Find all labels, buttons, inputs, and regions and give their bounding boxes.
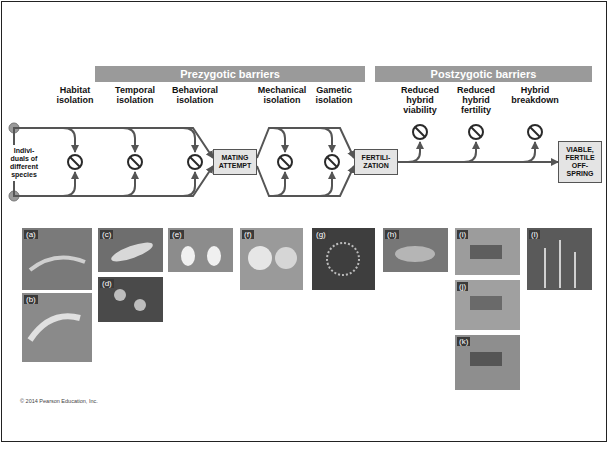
- stage-box: MATING ATTEMPT: [213, 149, 257, 175]
- photo-letter: (k): [457, 337, 470, 346]
- photo-letter: (e): [170, 230, 184, 239]
- flow-connector: [14, 128, 213, 196]
- photo-letter: (f): [242, 230, 254, 239]
- column-heading: Reduced hybrid fertility: [451, 86, 501, 116]
- photo-letter: (g): [314, 230, 328, 239]
- column-heading: Gametic isolation: [311, 86, 357, 106]
- outcome-box: VIABLE, FERTILE OFF- SPRING: [558, 141, 602, 183]
- connector-line: [257, 166, 354, 196]
- column-heading: Mechanical isolation: [254, 86, 310, 106]
- photo-letter: (a): [24, 230, 38, 239]
- photo-letter: (c): [100, 230, 113, 239]
- copyright-note: © 2014 Pearson Education, Inc.: [20, 398, 98, 404]
- connector-line: [398, 161, 558, 163]
- photo-letter: (i): [457, 230, 468, 239]
- column-heading: Habitat isolation: [47, 86, 103, 106]
- photo-letter: (b): [24, 295, 38, 304]
- photo-panels: [22, 228, 592, 390]
- start-label: Indivi- duals of different species: [4, 145, 44, 181]
- column-heading: Behavioral isolation: [167, 86, 223, 106]
- connector-line: [14, 128, 213, 158]
- photo-letter: (h): [385, 230, 399, 239]
- node-text: Indivi- duals of different species: [5, 147, 43, 179]
- connector-line: [14, 166, 213, 196]
- node-text: Prezygotic barriers: [99, 67, 361, 81]
- node-text: VIABLE, FERTILE OFF- SPRING: [562, 146, 598, 178]
- photo-letter: (j): [457, 282, 468, 291]
- node-text: Postzygotic barriers: [379, 67, 588, 81]
- photo-letter: (l): [529, 230, 540, 239]
- flow-connector: [257, 128, 354, 196]
- photo-letter: (d): [100, 279, 114, 288]
- connector-line: [257, 128, 354, 158]
- column-heading: Temporal isolation: [107, 86, 163, 106]
- column-heading: Reduced hybrid viability: [395, 86, 445, 116]
- node-text: FERTILI- ZATION: [358, 154, 394, 170]
- node-text: MATING ATTEMPT: [217, 154, 253, 170]
- stage-box: FERTILI- ZATION: [354, 149, 398, 175]
- barrier-band: Prezygotic barriers: [95, 66, 365, 82]
- column-heading: Hybrid breakdown: [509, 86, 561, 106]
- slide-frame: [2, 2, 607, 442]
- flow-connector: [398, 162, 558, 163]
- barrier-band: Postzygotic barriers: [375, 66, 592, 82]
